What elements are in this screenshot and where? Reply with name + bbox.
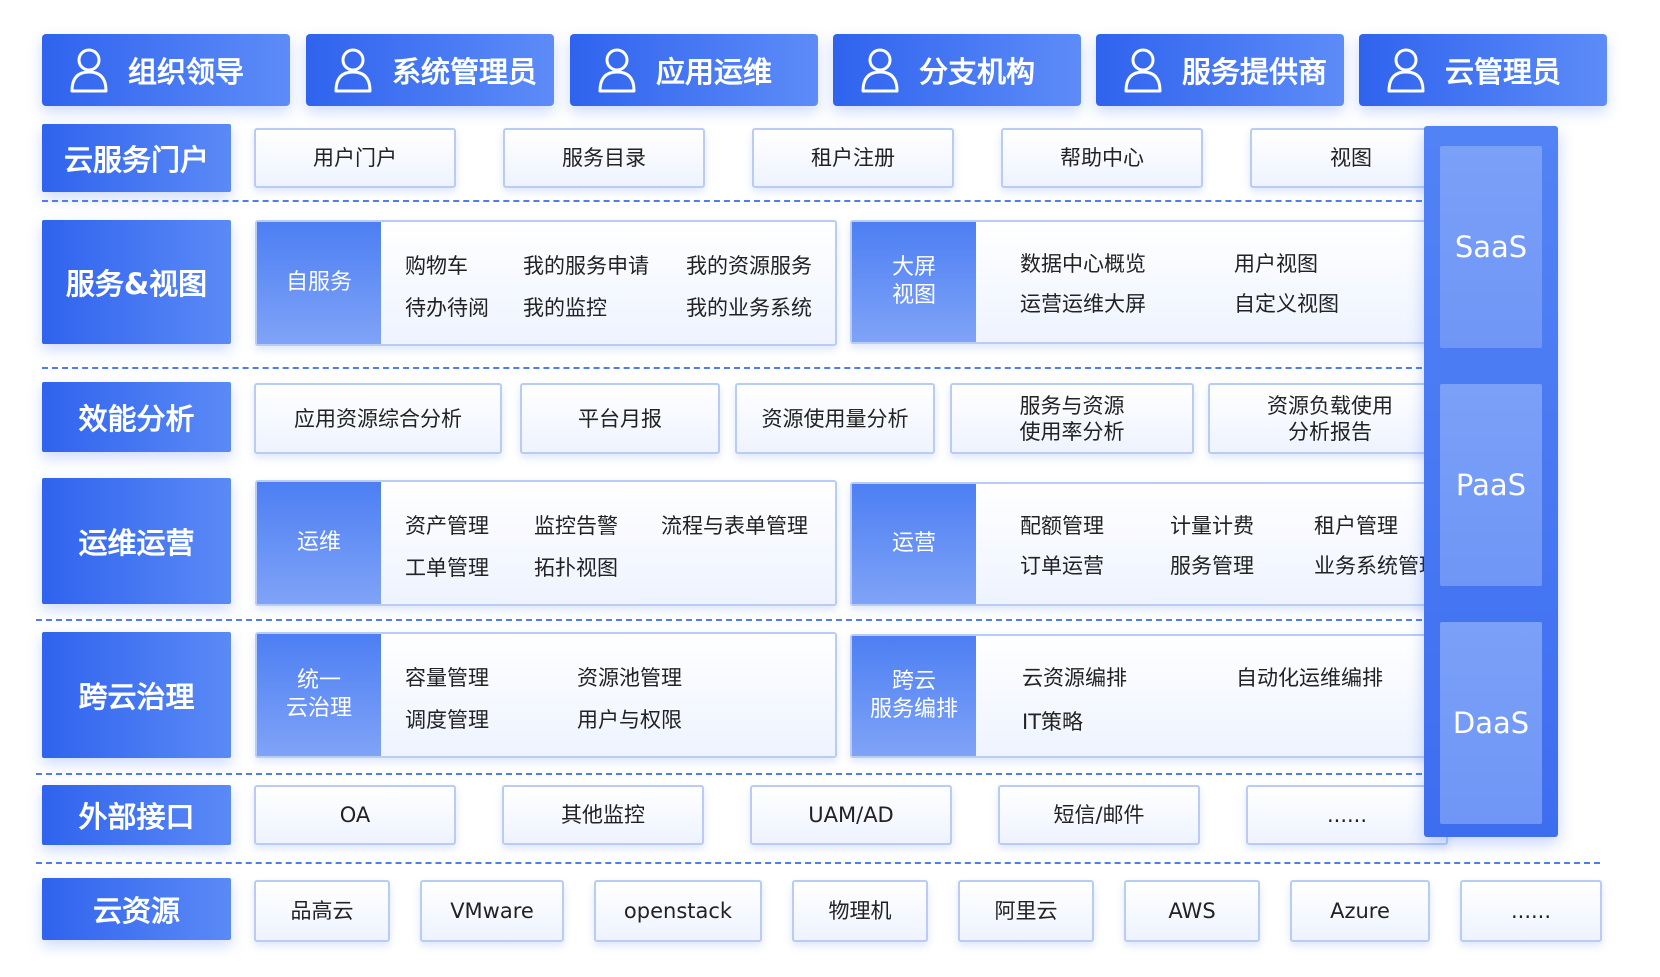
portal-item[interactable]: 视图 [1250,128,1452,188]
panel-item[interactable]: 云资源编排 [1022,666,1127,690]
layer-resources: 云资源 [42,878,231,940]
panel-item[interactable]: 自动化运维编排 [1236,666,1383,690]
panel-item[interactable]: 待办待阅 [405,296,489,320]
layer-portal: 云服务门户 [42,124,231,192]
role-label: 系统管理员 [392,55,538,89]
efficiency-item[interactable]: 服务与资源 使用率分析 [950,383,1194,454]
user-icon [1124,48,1162,93]
external-item[interactable]: OA [254,785,456,845]
panel-item[interactable]: 我的资源服务 [686,254,812,278]
portal-item[interactable]: 用户门户 [254,128,456,188]
divider [42,200,1452,202]
panel-head: 运维 [257,482,381,604]
panel-item[interactable]: 流程与表单管理 [661,514,808,538]
portal-item[interactable]: 服务目录 [503,128,705,188]
portal-item[interactable]: 帮助中心 [1001,128,1203,188]
role-provider[interactable]: 服务提供商 [1096,34,1344,106]
panel-item[interactable]: 容量管理 [405,666,489,690]
panel-item[interactable]: 租户管理 [1314,514,1398,538]
divider [36,773,1452,775]
operation-panel: 运营 配额管理 计量计费 租户管理 订单运营 服务管理 业务系统管理 [850,482,1454,606]
tier-saas[interactable]: SaaS [1440,146,1542,348]
panel-head: 统一 云治理 [257,634,381,756]
panel-item[interactable]: 用户视图 [1234,252,1318,276]
panel-item[interactable]: 配额管理 [1020,514,1104,538]
layer-ops: 运维运营 [42,478,231,604]
role-label: 云管理员 [1445,55,1562,89]
external-item[interactable]: UAM/AD [750,785,952,845]
user-icon [861,48,899,93]
resource-item[interactable]: 品高云 [254,880,390,942]
efficiency-item[interactable]: 资源负载使用 分析报告 [1208,383,1452,454]
panel-item[interactable]: 我的服务申请 [523,254,649,278]
panel-item[interactable]: 我的监控 [523,296,607,320]
tier-daas[interactable]: DaaS [1440,622,1542,824]
panel-item[interactable]: IT策略 [1022,710,1084,734]
role-label: 应用运维 [656,55,773,89]
tier-paas[interactable]: PaaS [1440,384,1542,586]
panel-item[interactable]: 自定义视图 [1234,292,1339,316]
panel-item[interactable]: 我的业务系统 [686,296,812,320]
resource-item[interactable]: VMware [420,880,564,942]
panel-head: 跨云 服务编排 [852,636,976,756]
resource-item[interactable]: AWS [1124,880,1260,942]
layer-efficiency: 效能分析 [42,382,231,452]
self-service-panel: 自服务 购物车 我的服务申请 我的资源服务 待办待阅 我的监控 我的业务系统 [255,220,837,346]
panel-item[interactable]: 订单运营 [1020,554,1104,578]
layer-external: 外部接口 [42,785,231,845]
divider [36,619,1452,621]
divider [42,367,1452,369]
role-sys-admin[interactable]: 系统管理员 [306,34,554,106]
panel-item[interactable]: 调度管理 [405,708,489,732]
panel-item[interactable]: 拓扑视图 [534,556,618,580]
panel-head: 自服务 [257,222,381,344]
panel-item[interactable]: 业务系统管理 [1314,554,1440,578]
big-screen-panel: 大屏 视图 数据中心概览 用户视图 运营运维大屏 自定义视图 [850,220,1454,344]
user-icon [598,48,636,93]
external-item[interactable]: 短信/邮件 [998,785,1200,845]
layer-governance: 跨云治理 [42,632,231,758]
service-tier-column: SaaS PaaS DaaS [1424,126,1558,837]
role-label: 服务提供商 [1182,55,1328,89]
panel-item[interactable]: 数据中心概览 [1020,252,1146,276]
panel-item[interactable]: 用户与权限 [577,708,682,732]
maintenance-panel: 运维 资产管理 监控告警 流程与表单管理 工单管理 拓扑视图 [255,480,837,606]
user-icon [70,48,108,93]
cross-cloud-panel: 跨云 服务编排 云资源编排 自动化运维编排 IT策略 [850,634,1454,758]
panel-item[interactable]: 工单管理 [405,556,489,580]
role-label: 组织领导 [128,55,245,89]
user-icon [1387,48,1425,93]
external-item[interactable]: 其他监控 [502,785,704,845]
efficiency-item[interactable]: 资源使用量分析 [735,383,935,454]
user-icon [334,48,372,93]
external-item[interactable]: ...... [1246,785,1448,845]
resource-item[interactable]: Azure [1290,880,1430,942]
panel-item[interactable]: 服务管理 [1170,554,1254,578]
panel-item[interactable]: 监控告警 [534,514,618,538]
resource-item[interactable]: openstack [594,880,762,942]
role-org-leader[interactable]: 组织领导 [42,34,290,106]
panel-head: 大屏 视图 [852,222,976,342]
panel-item[interactable]: 购物车 [405,254,468,278]
efficiency-item[interactable]: 平台月报 [520,383,720,454]
role-branch[interactable]: 分支机构 [833,34,1081,106]
divider [36,862,1600,864]
portal-item[interactable]: 租户注册 [752,128,954,188]
role-label: 分支机构 [919,55,1036,89]
resource-item[interactable]: 阿里云 [958,880,1094,942]
panel-head: 运营 [852,484,976,604]
layer-service-view: 服务&视图 [42,220,231,344]
panel-item[interactable]: 资源池管理 [577,666,682,690]
role-cloud-admin[interactable]: 云管理员 [1359,34,1607,106]
role-app-ops[interactable]: 应用运维 [570,34,818,106]
panel-item[interactable]: 计量计费 [1170,514,1254,538]
panel-item[interactable]: 资产管理 [405,514,489,538]
resource-item[interactable]: 物理机 [792,880,928,942]
efficiency-item[interactable]: 应用资源综合分析 [254,383,502,454]
resource-item[interactable]: ...... [1460,880,1602,942]
panel-item[interactable]: 运营运维大屏 [1020,292,1146,316]
unified-gov-panel: 统一 云治理 容量管理 资源池管理 调度管理 用户与权限 [255,632,837,758]
